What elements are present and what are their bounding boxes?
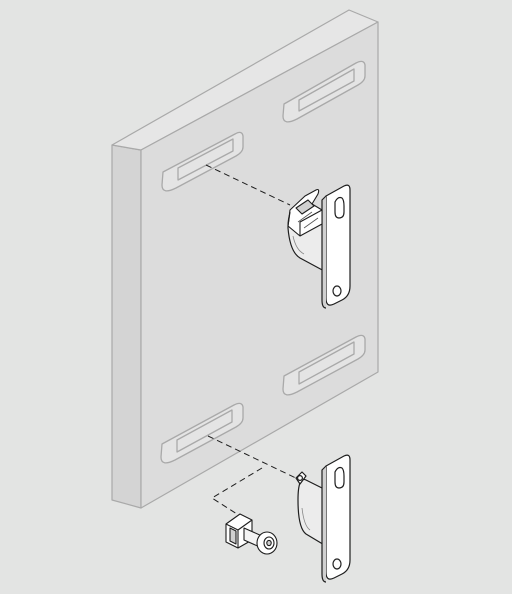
slot-upper-right (282, 60, 366, 123)
shoulder-bolt (243, 527, 278, 555)
upper-clip (287, 188, 323, 237)
lower-bracket (295, 454, 351, 583)
slot-lower-left (160, 402, 244, 464)
upper-bracket-slot (334, 196, 345, 219)
lower-bracket-hole (332, 558, 342, 570)
upper-bracket-hole (332, 285, 342, 297)
lower-bracket-slot (334, 466, 345, 489)
guide-line-lower (207, 435, 301, 481)
guide-line-bolt (211, 467, 263, 517)
wall-panel (111, 9, 379, 509)
panel-front-face (140, 21, 379, 509)
slot-lower-right (282, 334, 366, 396)
slot-upper-left (161, 131, 244, 192)
guide-line-upper (205, 164, 291, 206)
panel-side-face (111, 144, 142, 509)
